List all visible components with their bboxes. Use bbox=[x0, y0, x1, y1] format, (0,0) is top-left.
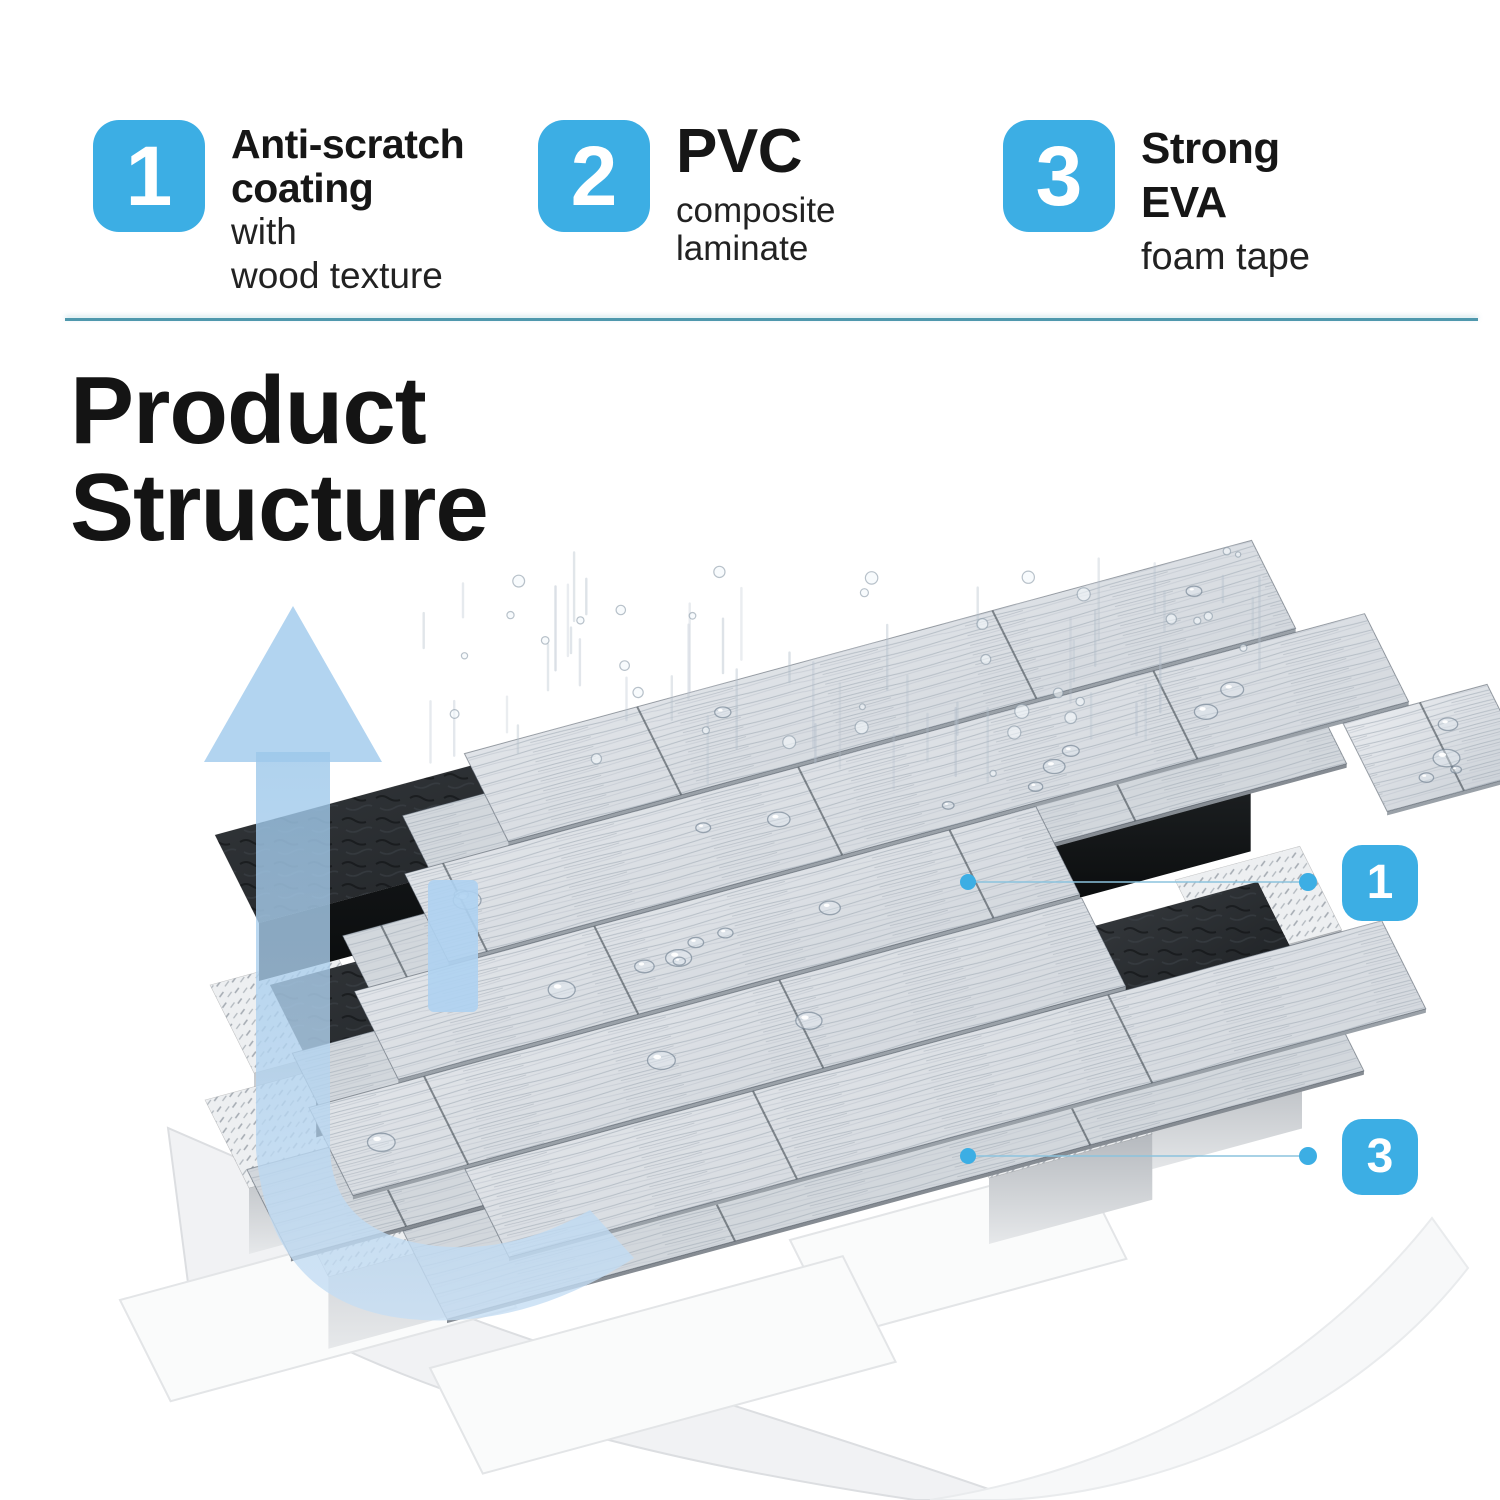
feature-3-title-line: Strong bbox=[1141, 124, 1280, 173]
feature-1-subtitle-line: wood texture bbox=[231, 255, 443, 296]
feature-1-title-line: Anti-scratch bbox=[231, 121, 465, 167]
feature-2-number-badge: 2 bbox=[538, 120, 650, 232]
feature-2-title-line: PVC bbox=[676, 117, 802, 186]
feature-3-text: Strong EVA foam tape bbox=[1141, 120, 1310, 284]
feature-2-subtitle-line: laminate bbox=[676, 229, 809, 268]
feature-1-title-line: coating bbox=[231, 165, 374, 211]
feature-1-text: Anti-scratch coating with wood texture bbox=[231, 120, 465, 298]
page-title-line-1: Product bbox=[70, 357, 427, 464]
feature-1-number-badge: 1 bbox=[93, 120, 205, 232]
callout-3-badge: 3 bbox=[1342, 1119, 1418, 1195]
feature-3-title-line: EVA bbox=[1141, 178, 1227, 227]
feature-eva: 3 Strong EVA foam tape bbox=[1003, 120, 1310, 284]
feature-1-subtitle-line: with bbox=[231, 211, 297, 252]
feature-2-text: PVC composite laminate bbox=[676, 120, 836, 268]
feature-3-subtitle-line: foam tape bbox=[1141, 236, 1310, 278]
callout-1-badge: 1 bbox=[1342, 845, 1418, 921]
feature-anti-scratch: 1 Anti-scratch coating with wood texture bbox=[93, 120, 465, 298]
feature-pvc: 2 PVC composite laminate bbox=[538, 120, 836, 268]
page-title: Product Structure bbox=[70, 357, 489, 561]
page-title-line-2: Structure bbox=[70, 454, 489, 561]
feature-2-subtitle-line: composite bbox=[676, 191, 836, 230]
feature-3-number-badge: 3 bbox=[1003, 120, 1115, 232]
section-divider bbox=[65, 318, 1478, 321]
